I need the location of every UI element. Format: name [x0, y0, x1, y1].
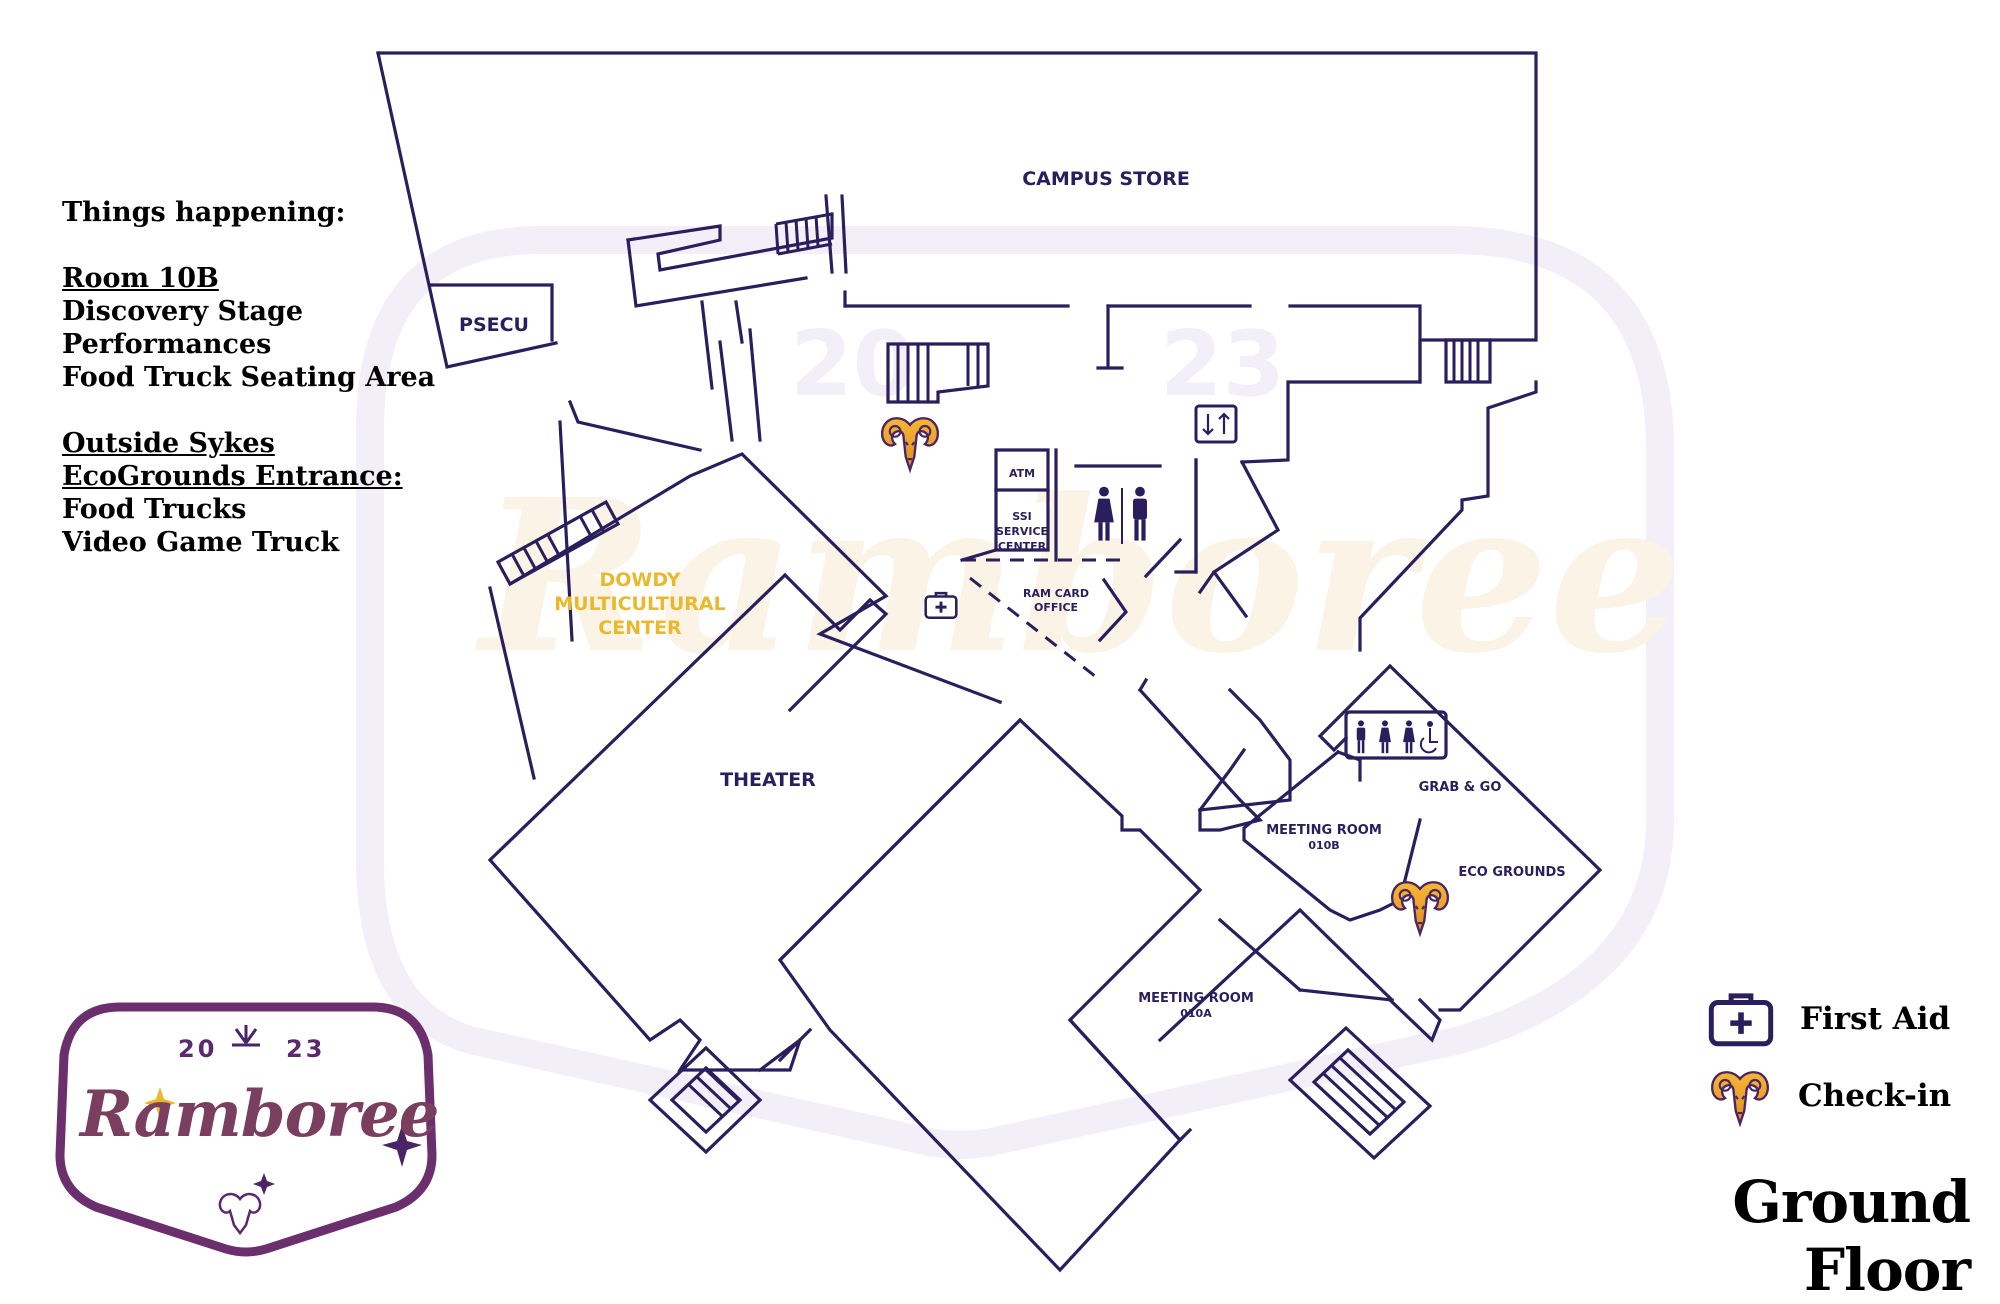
theater-label: THEATER	[720, 769, 816, 791]
floor-title: Ground Floor	[1732, 1168, 1971, 1304]
stairs-icon	[774, 212, 833, 256]
grab-go-label: GRAB & GO	[1419, 780, 1502, 795]
logo-badge-outline	[55, 1002, 437, 1257]
stairs-icon	[886, 342, 990, 404]
watermark-year-left: 20	[790, 312, 915, 417]
meeting-room-010a-number: 010A	[1180, 1007, 1212, 1020]
watermark-year-right: 23	[1160, 312, 1285, 417]
restroom-icon	[1094, 486, 1147, 544]
logo-year-left: 20	[178, 1035, 218, 1063]
event-item: Performances	[62, 329, 272, 360]
restroom-block	[1344, 710, 1448, 760]
eco-grounds-label: ECO GROUNDS	[1458, 865, 1565, 880]
elevator-icon	[1194, 404, 1238, 444]
ram-card-label-1: RAM CARD	[1023, 587, 1089, 600]
meeting-room-010a-label: MEETING ROOM	[1138, 991, 1254, 1006]
event-item: Video Game Truck	[62, 527, 340, 558]
legend-check-in-label: Check-in	[1798, 1078, 1952, 1114]
event-item: Discovery Stage	[62, 296, 304, 327]
logo-wordmark: Ramboree	[80, 1077, 439, 1152]
check-in-ram-icon	[1710, 1071, 1770, 1125]
outside-sykes-title-1: Outside Sykes	[62, 428, 275, 459]
restroom-icon	[1356, 720, 1438, 754]
check-in-ram-icon	[1390, 881, 1450, 935]
atm-label: ATM	[1009, 467, 1035, 480]
ssi-label-3: CENTER	[998, 540, 1047, 553]
room-10b-title: Room 10B	[62, 263, 219, 294]
meeting-room-010a-outline	[777, 717, 1203, 1273]
dowdy-label-2: MULTICULTURAL	[554, 593, 726, 615]
outside-sykes-title-2: EcoGrounds Entrance:	[62, 461, 403, 492]
ssi-label-2: SERVICE	[996, 525, 1048, 538]
dowdy-label-3: CENTER	[598, 617, 682, 639]
events-panel: Things happening: Room 10B Discovery Sta…	[62, 196, 442, 559]
event-item: Food Trucks	[62, 494, 247, 525]
campus-store-outline	[376, 51, 1538, 464]
ram-card-label-2: OFFICE	[1034, 601, 1078, 614]
theater-outline	[487, 572, 803, 1072]
campus-store-label: CAMPUS STORE	[1022, 168, 1190, 190]
dowdy-label-1: DOWDY	[599, 569, 680, 591]
events-heading: Things happening:	[62, 197, 346, 228]
first-aid-icon	[924, 591, 958, 620]
meeting-room-010b-number: 010B	[1308, 839, 1339, 852]
stairs-icon	[1287, 1025, 1433, 1161]
first-aid-icon	[1708, 990, 1774, 1048]
watermark-wordmark: Ramboree	[475, 453, 1682, 700]
psecu-label: PSECU	[459, 314, 529, 336]
logo-year-right: 23	[286, 1035, 326, 1063]
meeting-room-010b-label: MEETING ROOM	[1266, 823, 1382, 838]
legend-first-aid-label: First Aid	[1800, 1001, 1951, 1037]
ramboree-watermark: 20 23 Ramboree	[356, 226, 1682, 1159]
stairs-icon	[1444, 338, 1492, 384]
stairs-icon	[647, 1045, 763, 1155]
ssi-label-1: SSI	[1012, 510, 1031, 523]
legend-check-in: Check-in	[1708, 1064, 1951, 1128]
legend-first-aid: First Aid	[1708, 990, 1950, 1048]
event-item: Food Truck Seating Area	[62, 362, 436, 393]
ramboree-logo: 20 23 Ramboree	[50, 995, 442, 1260]
